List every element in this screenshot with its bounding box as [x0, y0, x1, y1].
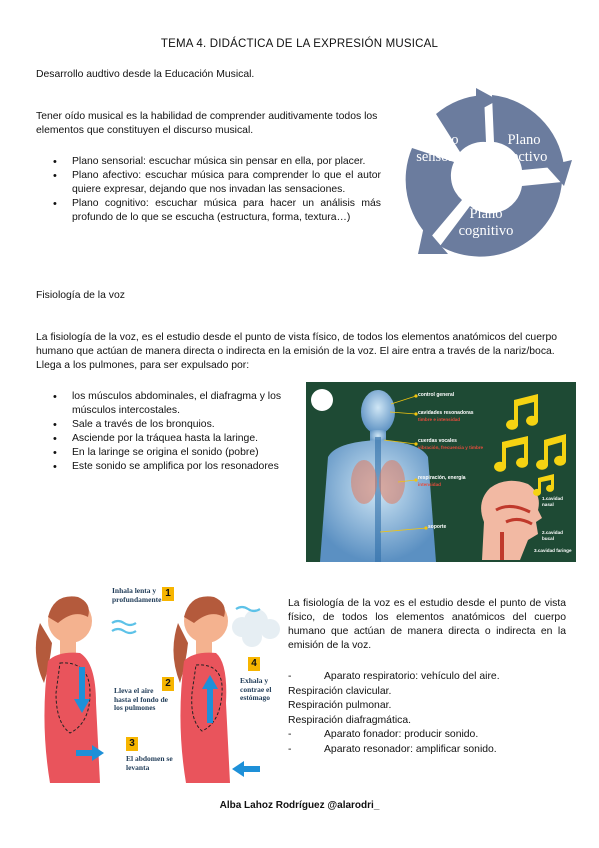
list-item: Respiración diafragmática. [288, 714, 412, 726]
list-item: Asciende por la tráquea hasta la laringe… [36, 432, 294, 446]
page-footer: Alba Lahoz Rodríguez @alarodri_ [219, 800, 380, 811]
label-vibracion: vibración, frecuencia y timbre [418, 445, 484, 450]
label-timbre: timbre e intensidad [418, 417, 461, 422]
planes-list: Plano sensorial: escuchar música sin pen… [36, 155, 381, 225]
label-soporte: soporte [428, 524, 447, 530]
list-item: Respiración clavicular. [288, 685, 392, 697]
apparatus-list: Aparato respiratorio: vehículo del aire.… [288, 670, 568, 757]
list-item: Plano cognitivo: escuchar música para ha… [36, 197, 381, 225]
label-control-general: control general [418, 392, 455, 398]
list-item: Plano sensorial: escuchar música sin pen… [36, 155, 381, 169]
page-title: TEMA 4. DIDÁCTICA DE LA EXPRESIÓN MUSICA… [160, 38, 439, 50]
label-cavidad-bucal: 2.cavidad bucal [542, 530, 563, 541]
label-intensidad: intensidad [418, 482, 441, 487]
section3-paragraph: La fisiología de la voz es el estudio de… [288, 598, 566, 651]
label-cavidad-faringe: 3.cavidad faringe [534, 548, 572, 553]
list-item: Respiración pulmonar. [288, 700, 392, 711]
anatomy-illustration: control general cavidades resonadoras ti… [306, 382, 576, 562]
step-number: 2 [165, 678, 171, 689]
section2-paragraph: La fisiología de la voz, es el estudio d… [36, 332, 558, 371]
list-item: Este sonido se amplifica por los resonad… [36, 460, 294, 474]
step-number: 4 [251, 658, 257, 669]
list-item: Aparato resonador: amplificar sonido. [288, 743, 568, 758]
subtitle: Desarrollo audtivo desde la Educación Mu… [36, 69, 255, 80]
step2-label: Lleva el aire hasta el fondo de los pulm… [114, 686, 168, 712]
step3-label: El abdomen se levanta [126, 754, 173, 772]
list-item: Plano afectivo: escuchar música para com… [36, 169, 381, 197]
list-item: los músculos abdominales, el diafragma y… [36, 390, 294, 418]
list-item: Aparato respiratorio: vehículo del aire. [288, 670, 568, 685]
label-cavidad-nasal: 1.cavidad nasal [542, 496, 563, 507]
label-respiracion: respiración, energía [418, 475, 466, 481]
step1-label: Inhala lenta y profundamente [112, 586, 162, 604]
step-number: 1 [165, 588, 171, 599]
step-number: 3 [129, 738, 135, 749]
voice-list: los músculos abdominales, el diafragma y… [36, 390, 294, 474]
list-item: En la laringe se origina el sonido (pobr… [36, 446, 294, 460]
label-cavidades: cavidades resonadoras [418, 410, 474, 416]
list-item: Aparato fonador: producir sonido. [288, 728, 568, 743]
list-item: Sale a través de los bronquios. [36, 418, 294, 432]
label-cuerdas: cuerdas vocales [418, 438, 457, 444]
breathing-illustration: 1 2 3 4 Inhala lenta y profundamente Lle… [30, 583, 282, 795]
intro-paragraph: Tener oído musical es la habilidad de co… [36, 111, 378, 136]
section-heading-fisiologia: Fisiología de la voz [36, 290, 125, 301]
step4-label: Exhala y contrae el estómago [240, 676, 272, 702]
